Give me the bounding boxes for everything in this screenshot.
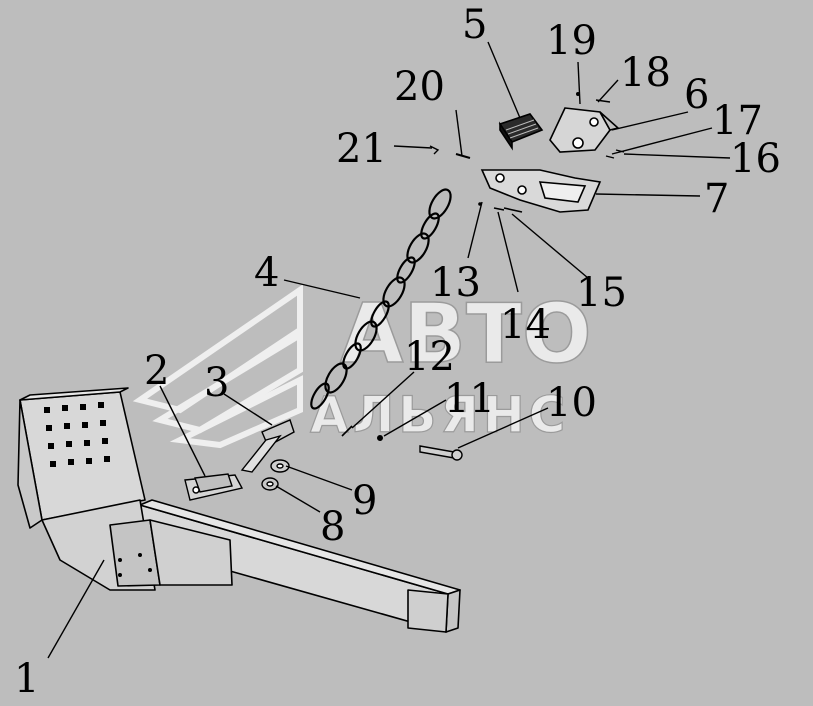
part-9-washer xyxy=(270,459,290,473)
callout-18: 18 xyxy=(620,50,671,96)
part-7-hook-plate xyxy=(480,169,602,213)
part-17-pin xyxy=(605,155,615,159)
part-11-pin xyxy=(377,435,383,441)
callout-12: 12 xyxy=(404,334,455,380)
part-15-pin xyxy=(503,207,523,213)
part-18-pin xyxy=(595,99,611,103)
callout-11: 11 xyxy=(444,376,495,422)
watermark: АВТО АЛЬЯНС xyxy=(132,284,592,449)
callout-2: 2 xyxy=(144,348,169,394)
callout-16: 16 xyxy=(730,136,781,182)
callout-19: 19 xyxy=(546,18,597,64)
part-1-frame xyxy=(17,387,461,633)
callout-7: 7 xyxy=(704,176,729,222)
callout-6: 6 xyxy=(684,72,709,118)
callout-17: 17 xyxy=(712,98,763,144)
callout-15: 15 xyxy=(576,270,627,316)
part-12-spring-pin xyxy=(341,425,353,437)
callout-21: 21 xyxy=(336,126,387,172)
callout-20: 20 xyxy=(394,64,445,110)
callout-8: 8 xyxy=(320,504,345,550)
callout-13: 13 xyxy=(430,260,481,306)
part-3-strap xyxy=(240,419,295,473)
callout-9: 9 xyxy=(352,478,377,524)
callout-1: 1 xyxy=(14,656,39,702)
callout-4: 4 xyxy=(254,250,279,296)
watermark-line2: АЛЬЯНС xyxy=(310,386,569,444)
part-20-pin xyxy=(455,153,471,159)
callout-10: 10 xyxy=(546,380,597,426)
callout-14: 14 xyxy=(500,302,551,348)
part-4-chain xyxy=(310,188,452,410)
part-8-nut xyxy=(261,477,279,491)
callout-5: 5 xyxy=(462,2,487,48)
watermark-logo-icon xyxy=(132,284,303,449)
part-5-block xyxy=(498,113,544,151)
part-2-plate xyxy=(184,473,244,501)
part-21-pin xyxy=(429,145,440,155)
callout-3: 3 xyxy=(204,360,229,406)
leader-lines xyxy=(47,41,731,659)
part-14-pin xyxy=(493,207,505,211)
part-6-bracket xyxy=(549,107,620,153)
part-10-bolt xyxy=(419,445,463,461)
callout-labels: 1 2 3 4 5 6 7 8 9 10 11 12 13 14 15 16 1… xyxy=(14,2,781,702)
